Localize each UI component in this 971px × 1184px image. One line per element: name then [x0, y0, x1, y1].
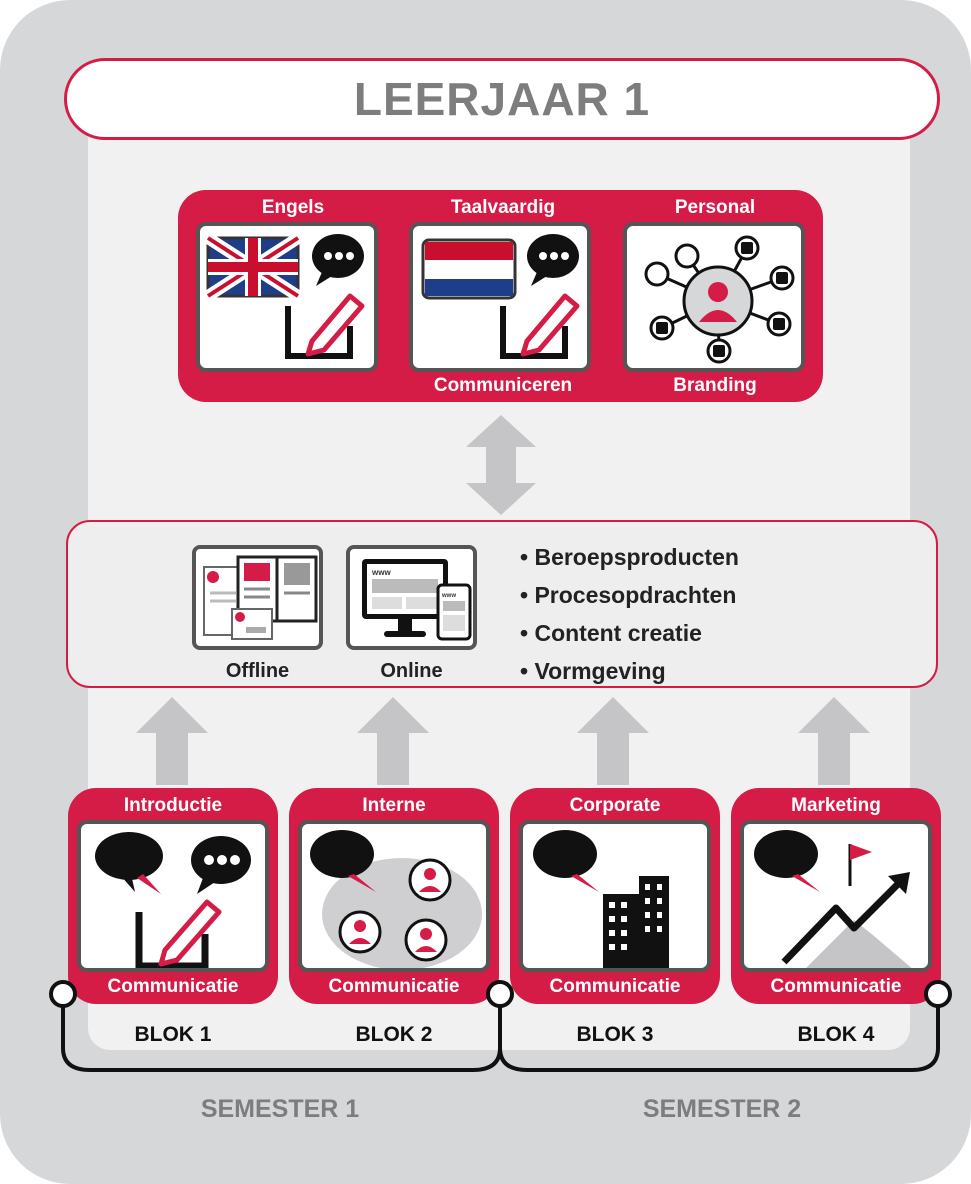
blok-2-label: BLOK 2	[355, 1023, 433, 1046]
blok-4-subtitle: Communicatie	[770, 976, 902, 997]
up-arrow-icon	[798, 697, 870, 785]
blok-3-label: BLOK 3	[576, 1023, 654, 1046]
growth-chart-icon	[740, 820, 932, 972]
double-arrow-icon	[466, 415, 536, 515]
up-arrow-icon	[577, 697, 649, 785]
blok-1-subtitle: Communicatie	[107, 976, 239, 997]
blok-4-title: Marketing	[791, 795, 881, 816]
module-communiceren-label: Communiceren	[433, 375, 573, 396]
semester-2-label: SEMESTER 2	[642, 1095, 802, 1123]
social-network-person-icon	[623, 222, 805, 372]
uk-flag-chat-pencil-icon	[196, 222, 378, 372]
page-title: LEERJAAR 1	[64, 58, 940, 140]
offline-label: Offline	[225, 660, 290, 682]
semester-1-label: SEMESTER 1	[200, 1095, 360, 1123]
module-engels-label: Engels	[261, 197, 325, 218]
up-arrow-icon	[357, 697, 429, 785]
dutch-flag-chat-pencil-icon	[409, 222, 591, 372]
blok-1-label: BLOK 1	[134, 1023, 212, 1046]
module-taalvaardig-label: Taalvaardig	[450, 197, 556, 218]
svg-text:www: www	[371, 568, 391, 577]
blok-3-title: Corporate	[569, 795, 661, 816]
bullet-item: Content creatie	[520, 614, 739, 652]
blok-2-subtitle: Communicatie	[328, 976, 460, 997]
product-bullet-list: Beroepsproducten Procesopdrachten Conten…	[520, 538, 739, 690]
blok-4-label: BLOK 4	[797, 1023, 875, 1046]
chat-pencil-icon	[77, 820, 269, 972]
online-devices-icon: www www	[346, 545, 477, 650]
bullet-item: Vormgeving	[520, 652, 739, 690]
blok-2-title: Interne	[362, 795, 426, 816]
online-label: Online	[380, 660, 443, 682]
blok-1-title: Introductie	[123, 795, 223, 816]
bullet-item: Procesopdrachten	[520, 576, 739, 614]
svg-text:www: www	[441, 593, 456, 599]
module-personal-label: Personal	[674, 197, 756, 218]
blok-3-subtitle: Communicatie	[549, 976, 681, 997]
bullet-item: Beroepsproducten	[520, 538, 738, 576]
up-arrow-icon	[136, 697, 208, 785]
team-chat-icon	[298, 820, 490, 972]
building-chat-icon	[519, 820, 711, 972]
module-branding-label: Branding	[673, 375, 757, 396]
offline-print-icon	[192, 545, 323, 650]
